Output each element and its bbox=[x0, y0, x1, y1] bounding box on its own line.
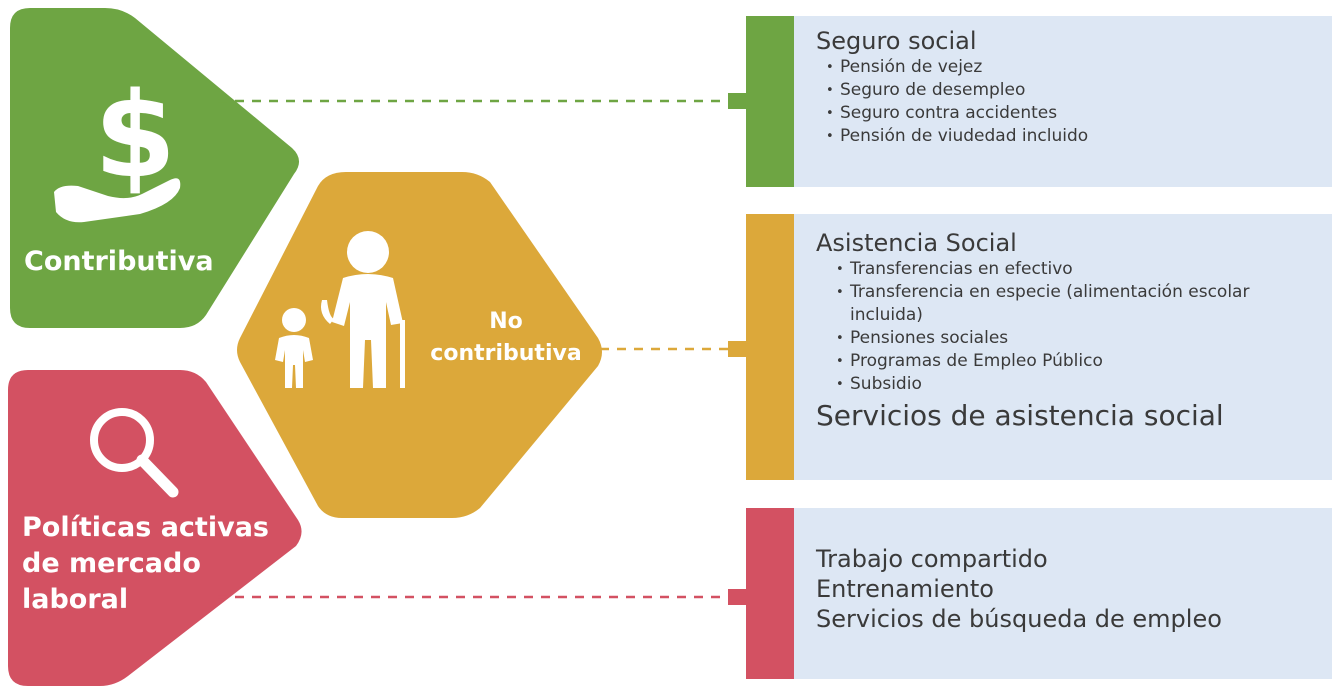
list-item: Trabajo compartido bbox=[816, 545, 1048, 573]
list-item: Servicios de búsqueda de empleo bbox=[816, 605, 1222, 633]
list-item: Pensión de viudedad incluido bbox=[826, 125, 1316, 148]
politicas-shape bbox=[8, 370, 302, 686]
list-item: Entrenamiento bbox=[816, 575, 994, 603]
money-hand-icon: $ bbox=[54, 66, 181, 223]
no-contributiva-label-line2: contributiva bbox=[430, 341, 582, 366]
contributiva-shape bbox=[10, 8, 300, 328]
list-item: Pensiones sociales bbox=[836, 327, 1286, 350]
panel-3-content: Trabajo compartido Entrenamiento Servici… bbox=[816, 544, 1316, 634]
panel-1-list: Pensión de vejez Seguro de desempleo Seg… bbox=[826, 56, 1316, 148]
list-item: Transferencia en especie (alimentación e… bbox=[836, 281, 1286, 327]
panel-1-title: Seguro social bbox=[816, 27, 977, 55]
politicas-label-line1: Políticas activas bbox=[22, 512, 269, 543]
panel-accent-bar bbox=[746, 214, 794, 480]
list-item: Pensión de vejez bbox=[826, 56, 1316, 79]
list-item: Seguro contra accidentes bbox=[826, 102, 1316, 125]
politicas-label: Políticas activas de mercado laboral bbox=[22, 510, 312, 618]
connector-tab bbox=[728, 589, 748, 605]
list-item: Subsidio bbox=[836, 373, 1286, 396]
panel-mercado-laboral bbox=[746, 508, 1332, 679]
connector-tab bbox=[728, 93, 748, 109]
panel-accent-bar bbox=[746, 508, 794, 679]
list-item: Seguro de desempleo bbox=[826, 79, 1316, 102]
panel-2-footer: Servicios de asistencia social bbox=[816, 399, 1224, 432]
list-item: Transferencias en efectivo bbox=[836, 258, 1286, 281]
no-contributiva-shape bbox=[237, 172, 602, 518]
connector-tab bbox=[728, 341, 748, 357]
panel-2-list: Transferencias en efectivo Transferencia… bbox=[836, 258, 1286, 396]
elderly-and-child-icon bbox=[275, 231, 405, 388]
panel-2-content: Asistencia Social Transferencias en efec… bbox=[816, 228, 1316, 434]
contributiva-label: Contributiva bbox=[24, 246, 214, 277]
list-item: Programas de Empleo Público bbox=[836, 350, 1286, 373]
politicas-label-line3: laboral bbox=[22, 584, 129, 615]
no-contributiva-label: No contributiva bbox=[426, 306, 586, 370]
no-contributiva-label-line1: No bbox=[489, 309, 523, 334]
svg-text:$: $ bbox=[94, 66, 176, 204]
panel-accent-bar bbox=[746, 16, 794, 187]
panel-2-title: Asistencia Social bbox=[816, 229, 1017, 257]
panel-3-list: Trabajo compartido Entrenamiento Servici… bbox=[816, 544, 1316, 634]
politicas-label-line2: de mercado bbox=[22, 548, 201, 579]
panel-1-content: Seguro social Pensión de vejez Seguro de… bbox=[816, 26, 1316, 148]
magnifier-icon bbox=[90, 408, 179, 498]
